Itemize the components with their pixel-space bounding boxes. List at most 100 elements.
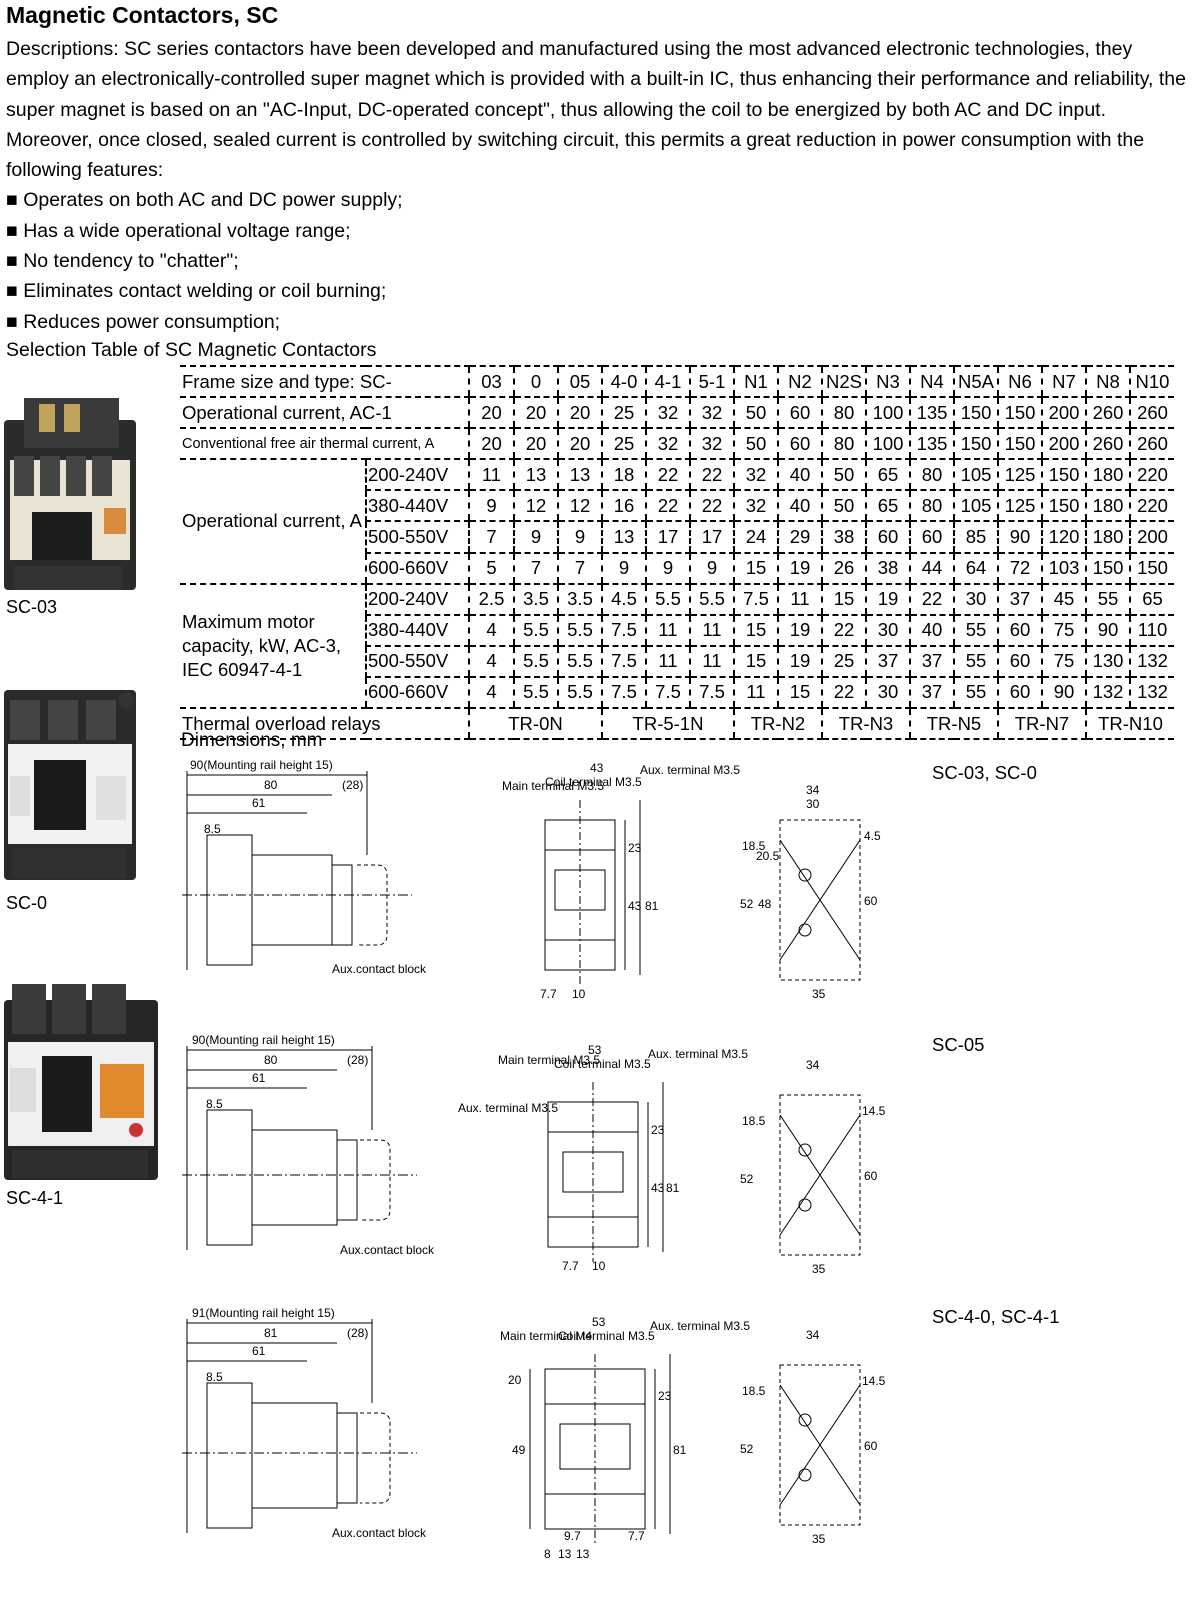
value-cell: 110 [1129,614,1174,647]
value-cell: 13 [601,521,646,554]
relay-cell: TR-N5 [909,708,998,741]
dim-label: 7.7 [540,987,557,1001]
value-cell: 5.5 [557,676,602,710]
value-cell: 60 [997,645,1042,678]
value-cell: 135 [909,428,954,461]
value-cell: 50 [821,490,866,523]
value-cell: 37 [865,645,910,678]
value-cell: 180 [1085,459,1130,492]
dim-label: 61 [252,1344,266,1358]
value-cell: 17 [645,521,690,554]
value-cell: 20 [513,428,558,461]
dim-label: 30 [806,797,820,811]
value-cell: 32 [645,428,690,461]
value-cell: 25 [821,645,866,678]
voltage-cell: 200-240V [365,459,469,492]
value-cell: 24 [733,521,778,554]
dim-label: 18.5 [742,1384,766,1398]
frame-cell: N10 [1129,364,1174,399]
dim-label: 91(Mounting rail height 15) [192,1306,335,1320]
value-cell: 150 [1041,459,1086,492]
feature-item: ■ Has a wide operational voltage range; [6,219,351,242]
value-cell: 60 [997,676,1042,710]
value-cell: 150 [1129,552,1174,585]
value-cell: 60 [777,397,822,430]
value-cell: 22 [645,459,690,492]
value-cell: 45 [1041,583,1086,616]
value-cell: 125 [997,459,1042,492]
value-cell: 5.5 [645,583,690,616]
value-cell: 9 [689,552,734,585]
value-cell: 13 [513,459,558,492]
frame-cell: N1 [733,364,778,399]
thermal-label: Conventional free air thermal current, A [180,428,469,461]
value-cell: 17 [689,521,734,554]
contactor-photo-sc-0 [4,690,136,880]
value-cell: 20 [557,397,602,430]
value-cell: 55 [953,645,998,678]
value-cell: 90 [1041,676,1086,710]
value-cell: 22 [821,676,866,710]
value-cell: 5.5 [557,614,602,647]
dim-label: 90(Mounting rail height 15) [190,758,333,772]
value-cell: 37 [909,676,954,710]
contactor-photo-sc-03 [4,398,136,590]
value-cell: 19 [777,645,822,678]
value-cell: 11 [733,676,778,710]
value-cell: 15 [777,676,822,710]
dim-label: 8.5 [206,1370,223,1384]
value-cell: 150 [953,428,998,461]
value-cell: 7.5 [601,645,646,678]
value-cell: 85 [953,521,998,554]
value-cell: 11 [645,614,690,647]
value-cell: 72 [997,552,1042,585]
value-cell: 29 [777,521,822,554]
value-cell: 125 [997,490,1042,523]
dim-label: 52 [740,897,754,911]
feature-item: ■ Reduces power consumption; [6,310,281,333]
value-cell: 7 [468,521,514,554]
value-cell: 5.5 [513,645,558,678]
value-cell: 65 [865,459,910,492]
value-cell: 25 [601,397,646,430]
voltage-cell: 500-550V [365,521,469,554]
value-cell: 55 [953,676,998,710]
dim-label: Aux.contact block [340,1243,435,1257]
value-cell: 11 [777,583,822,616]
frame-cell: 05 [557,364,602,399]
dim-label: 60 [864,1439,878,1453]
drawing-model-label: SC-05 [932,1034,985,1055]
value-cell: 65 [865,490,910,523]
value-cell: 120 [1041,521,1086,554]
motor-row: Maximum motor capacity, kW, AC-3, IEC 60… [180,583,1174,710]
dim-label: 20 [508,1373,522,1387]
value-cell: 60 [909,521,954,554]
voltage-cell: 200-240V [365,583,469,616]
relay-cell: TR-N3 [821,708,910,741]
dim-label: 4.5 [864,829,881,843]
value-cell: 20 [557,428,602,461]
mounting-drawing: 34 18.5 14.5 52 60 35 [740,1058,886,1276]
relay-label: Thermal overload relays [180,708,469,741]
front-view-drawing: 53 Main terminal M3.5 Coil terminal M3.5… [458,1043,748,1273]
value-cell: 3.5 [513,583,558,616]
value-cell: 80 [909,459,954,492]
value-cell: 38 [821,521,866,554]
dim-label: 34 [806,783,820,797]
value-cell: 20 [468,428,514,461]
terminal-label: Aux. terminal M3.5 [640,763,740,777]
frame-cell: N7 [1041,364,1086,399]
value-cell: 7.5 [601,614,646,647]
value-cell: 100 [865,397,910,430]
value-cell: 150 [1041,490,1086,523]
value-cell: 30 [953,583,998,616]
dim-label: 81 [645,899,659,913]
value-cell: 105 [953,459,998,492]
value-cell: 200 [1129,521,1174,554]
value-cell: 30 [865,614,910,647]
description-block: Descriptions: SC series contactors have … [6,34,1191,337]
value-cell: 132 [1129,676,1174,710]
